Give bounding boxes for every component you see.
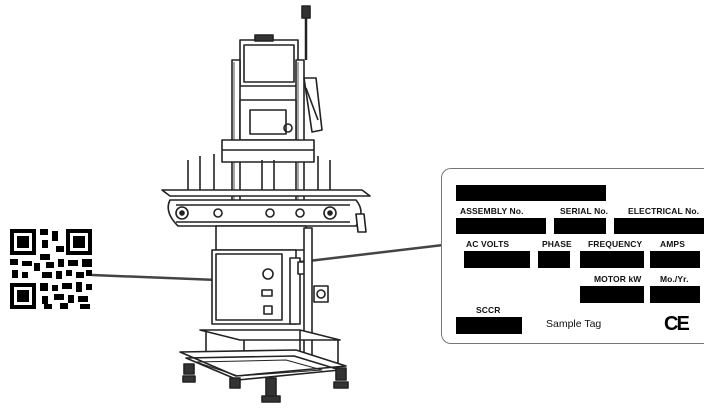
title-field xyxy=(456,185,606,201)
electrical-no-label: ELECTRICAL No. xyxy=(628,206,700,216)
frequency-label: FREQUENCY xyxy=(588,239,643,249)
electrical-no-field xyxy=(614,218,704,234)
serial-no-label: SERIAL No. xyxy=(560,206,609,216)
ac-volts-label: AC VOLTS xyxy=(466,239,510,249)
ce-mark: CE xyxy=(664,313,690,335)
mo-yr-label: Mo./Yr. xyxy=(660,274,689,284)
mo-yr-field xyxy=(650,286,700,303)
sample-tag-text: Sample Tag xyxy=(546,318,602,330)
sccr-label: SCCR xyxy=(476,305,501,315)
conveyor-machine-illustration xyxy=(161,5,371,403)
motor-kw-label: MOTOR kW xyxy=(594,274,642,284)
qr-code-icon xyxy=(10,229,92,309)
amps-label: AMPS xyxy=(660,239,685,249)
phase-label: PHASE xyxy=(542,239,572,249)
assembly-no-field xyxy=(456,218,546,234)
phase-field xyxy=(538,251,570,268)
leader-line-tag xyxy=(299,241,461,264)
sample-nameplate-tag: ASSEMBLY No. SERIAL No. ELECTRICAL No. A… xyxy=(441,168,704,344)
frequency-field xyxy=(580,251,644,268)
amps-field xyxy=(650,251,700,268)
sccr-field xyxy=(456,317,522,334)
ac-volts-field xyxy=(464,251,530,268)
serial-no-field xyxy=(554,218,606,234)
assembly-no-label: ASSEMBLY No. xyxy=(460,206,524,216)
motor-kw-field xyxy=(580,286,644,303)
